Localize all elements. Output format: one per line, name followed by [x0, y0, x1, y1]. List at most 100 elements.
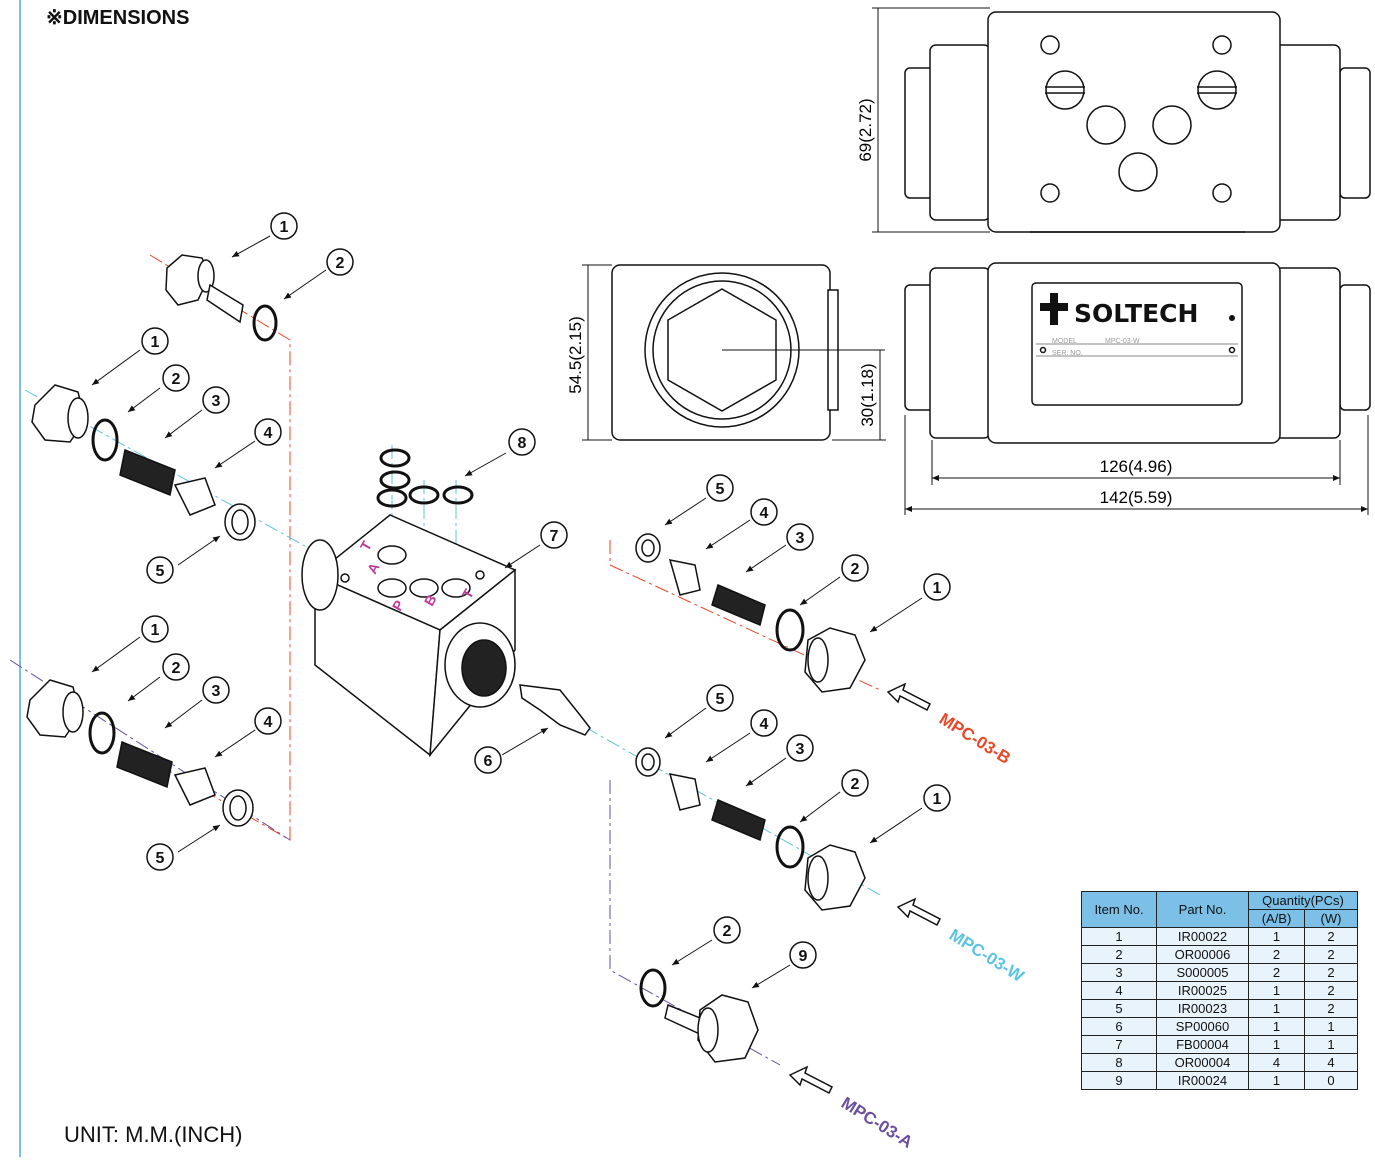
callout-6: 6	[484, 753, 493, 770]
cell-w: 1	[1304, 1017, 1358, 1036]
cell-w: 2	[1304, 927, 1358, 946]
callout-9: 9	[799, 948, 808, 965]
plate-model-value: MPC-03-W	[1105, 338, 1140, 345]
unit-label: UNIT: M.M.(INCH)	[64, 1122, 243, 1147]
cell-w: 4	[1304, 1053, 1358, 1072]
cell-item: 5	[1081, 999, 1157, 1018]
end-view-dimensions	[582, 264, 886, 441]
length-dimensions	[904, 415, 1369, 515]
cell-ab: 2	[1248, 963, 1305, 982]
cell-part: IR00022	[1156, 927, 1249, 946]
header-ab: (A/B)	[1248, 909, 1305, 928]
height-label-side: 54.5(2.15)	[566, 316, 585, 394]
cell-ab: 1	[1248, 981, 1305, 1000]
callout-3: 3	[212, 683, 221, 700]
callout-4: 4	[760, 505, 769, 522]
variant-label-w: MPC-03-W	[946, 925, 1028, 986]
cell-ab: 4	[1248, 1053, 1305, 1072]
cell-item: 4	[1081, 981, 1157, 1000]
callout-5: 5	[716, 691, 725, 708]
direction-arrows	[788, 682, 942, 1095]
cell-w: 1	[1304, 1035, 1358, 1054]
cell-ab: 1	[1248, 999, 1305, 1018]
cell-part: FB00004	[1156, 1035, 1249, 1054]
cell-item: 1	[1081, 927, 1157, 946]
end-view	[611, 264, 885, 441]
cell-item: 3	[1081, 963, 1157, 982]
cell-part: S000005	[1156, 963, 1249, 982]
cell-part: SP00060	[1156, 1017, 1249, 1036]
table-header-row: Item No. Part No. Quantity(PCs)	[1081, 891, 1358, 928]
callout-3: 3	[212, 393, 221, 410]
callout-2: 2	[723, 923, 732, 940]
header-w: (W)	[1304, 909, 1358, 928]
callout-4: 4	[264, 425, 273, 442]
cell-ab: 1	[1248, 1017, 1305, 1036]
cell-w: 2	[1304, 999, 1358, 1018]
cell-w: 2	[1304, 945, 1358, 964]
callout-7: 7	[550, 528, 559, 545]
cell-part: OR00004	[1156, 1053, 1249, 1072]
callout-8: 8	[518, 435, 527, 452]
callout-3: 3	[796, 530, 805, 547]
soltech-logo: SOLTECH	[1040, 293, 1235, 328]
callout-1: 1	[933, 580, 942, 597]
leader-lines	[91, 235, 923, 989]
callout-2: 2	[851, 776, 860, 793]
callout-1: 1	[280, 219, 289, 236]
cell-w: 0	[1304, 1071, 1358, 1090]
top-view	[904, 11, 1371, 233]
cell-ab: 1	[1248, 1035, 1305, 1054]
brand-name: SOLTECH	[1074, 299, 1198, 328]
cell-item: 7	[1081, 1035, 1157, 1054]
callout-1: 1	[151, 622, 160, 639]
cell-ab: 2	[1248, 945, 1305, 964]
callout-4: 4	[264, 714, 273, 731]
center-height-label: 30(1.18)	[858, 363, 877, 426]
cell-ab: 1	[1248, 1071, 1305, 1090]
variant-label-a: MPC-03-A	[838, 1093, 916, 1152]
callout-5: 5	[156, 563, 165, 580]
header-part-no: Part No.	[1156, 891, 1249, 928]
height-dimension-top	[872, 7, 990, 233]
variant-label-b: MPC-03-B	[936, 709, 1014, 768]
callout-2: 2	[851, 561, 860, 578]
exploded-parts	[26, 254, 866, 1063]
callout-circles	[141, 212, 951, 969]
cell-item: 2	[1081, 945, 1157, 964]
header-item-no: Item No.	[1081, 891, 1157, 928]
parts-table: Item No. Part No. Quantity(PCs) (A/B) (W…	[1081, 891, 1358, 1090]
callout-2: 2	[172, 371, 181, 388]
callout-1: 1	[151, 334, 160, 351]
callout-4: 4	[760, 716, 769, 733]
cell-item: 8	[1081, 1053, 1157, 1072]
callout-2: 2	[336, 255, 345, 272]
cell-item: 6	[1081, 1017, 1157, 1036]
front-view	[904, 262, 1371, 444]
cell-w: 2	[1304, 981, 1358, 1000]
overall-length-label: 142(5.59)	[1100, 488, 1173, 507]
callout-5: 5	[156, 850, 165, 867]
header-quantity: Quantity(PCs)	[1248, 891, 1358, 910]
callout-5: 5	[716, 481, 725, 498]
callout-1: 1	[933, 791, 942, 808]
cell-w: 2	[1304, 963, 1358, 982]
page-title: ※DIMENSIONS	[46, 7, 190, 29]
plate-serial-label: SER. NO.	[1052, 350, 1083, 357]
inner-length-label: 126(4.96)	[1100, 457, 1173, 476]
callout-3: 3	[796, 741, 805, 758]
cell-part: OR00006	[1156, 945, 1249, 964]
cell-part: IR00023	[1156, 999, 1249, 1018]
plate-model-label: MODEL	[1052, 338, 1077, 345]
